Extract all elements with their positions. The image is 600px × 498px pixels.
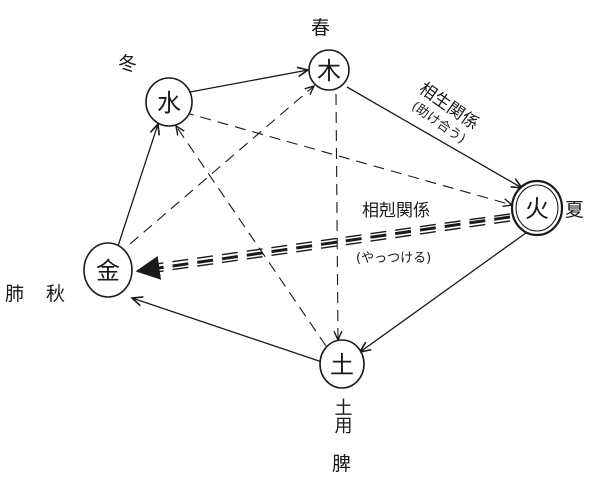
season-autumn: 秋 [46, 283, 65, 305]
edge-metal-wood [129, 86, 314, 245]
generating-annotation: 相生関係 (助け合う) [408, 79, 482, 147]
node-wood-char: 木 [317, 57, 341, 85]
node-water: 水 [145, 77, 193, 127]
node-water-char: 水 [157, 89, 181, 117]
edge-metal-water [117, 124, 158, 247]
edge-wood-fire [346, 86, 522, 188]
controlling-subtitle: (やっつける) [356, 251, 431, 266]
season-winter: 冬 [118, 53, 137, 75]
node-fire-char: 火 [525, 195, 549, 223]
edge-water-fire [182, 111, 512, 205]
node-earth-char: 土 [330, 351, 354, 379]
node-metal-char: 金 [96, 257, 120, 285]
controlling-annotation: 相剋関係 (やっつける) [356, 201, 431, 266]
organ-metal: 肺 [5, 283, 24, 305]
node-metal: 金 [83, 242, 133, 298]
node-earth: 土 [319, 339, 365, 389]
organ-earth: 脾 [332, 453, 351, 475]
edge-earth-metal [132, 298, 323, 363]
season-spring: 春 [311, 17, 330, 39]
edge-fire-earth [360, 229, 531, 352]
edge-wood-earth [336, 93, 338, 340]
controlling-label: 相剋関係 [362, 201, 430, 221]
node-wood: 木 [308, 49, 350, 91]
generating-cycle [117, 70, 531, 363]
season-summer: 夏 [565, 199, 584, 221]
edge-earth-water [176, 126, 327, 347]
season-doyo: 土用 [332, 398, 353, 434]
edge-water-wood [189, 70, 308, 93]
node-fire: 火 [510, 179, 564, 237]
edge-fire-metal [135, 213, 511, 280]
controlling-star [129, 86, 512, 347]
